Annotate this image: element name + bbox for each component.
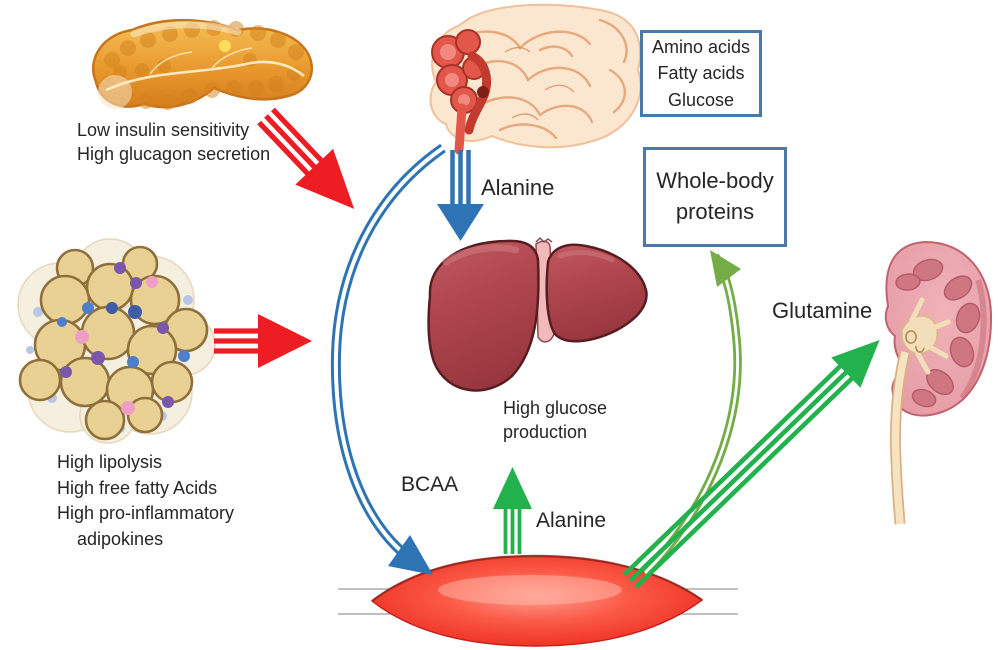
arrow-bcaa-blue-curve <box>330 143 446 575</box>
glutamine-label: Glutamine <box>772 298 873 323</box>
arrow-glutamine-green <box>622 339 880 589</box>
arrow-proteins-green-curve <box>641 250 742 577</box>
proteins-box-text: Whole-body proteins <box>656 168 774 224</box>
nutrients-box-text: Amino acids Fatty acids Glucose <box>651 37 751 110</box>
arrow-alanine-green <box>493 467 532 554</box>
bcaa-label: BCAA <box>401 473 459 496</box>
nutrients-box: Amino acids Fatty acids Glucose <box>640 30 762 117</box>
pancreas-illustration <box>91 18 313 110</box>
adipose-illustration <box>17 238 216 444</box>
alanine-bottom-label: Alanine <box>536 509 607 532</box>
kidney-illustration <box>884 240 993 525</box>
arrow-pancreas-red <box>257 107 355 209</box>
intestine-illustration <box>429 3 642 155</box>
arrow-alanine-blue <box>437 150 484 241</box>
muscle-illustration <box>338 554 738 647</box>
glucose-production-caption: High glucose production <box>503 398 608 442</box>
arrow-adipose-red <box>214 314 312 368</box>
whole-body-proteins-box: Whole-body proteins <box>643 147 787 247</box>
intestine-red-section <box>431 29 492 155</box>
pancreas-caption: Low insulin sensitivity High glucagon se… <box>77 120 271 164</box>
adipose-immune-cells <box>57 262 190 415</box>
adipose-caption: High lipolysis High free fatty Acids Hig… <box>57 452 235 549</box>
liver-illustration <box>427 236 648 392</box>
alanine-top-label: Alanine <box>481 175 555 200</box>
